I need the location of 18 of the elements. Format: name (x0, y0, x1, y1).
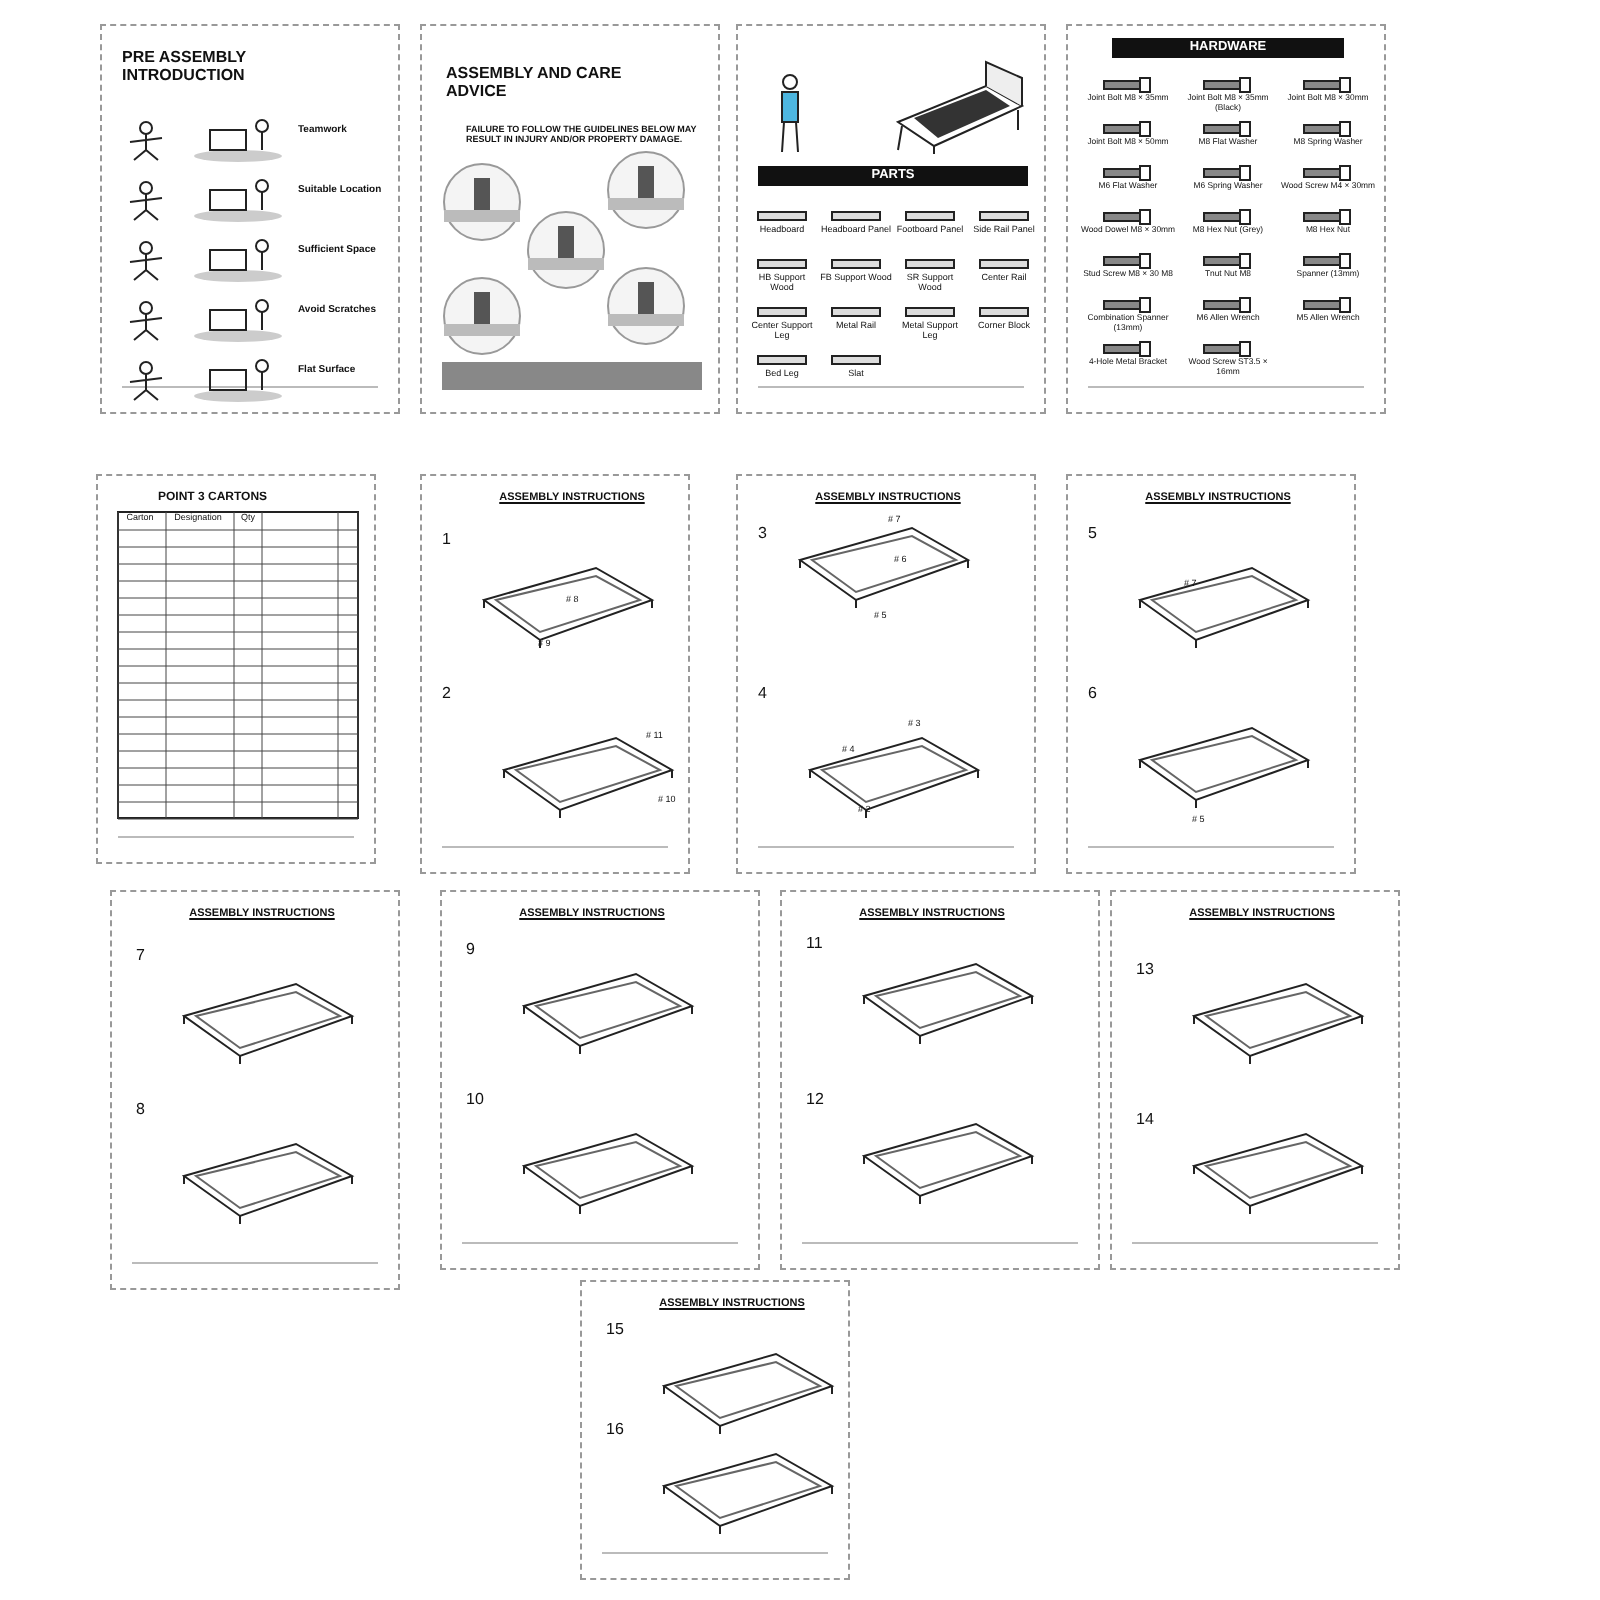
step-number: 9 (466, 942, 477, 960)
page-heading: PRE ASSEMBLY INTRODUCTION (122, 50, 248, 86)
step-number: 7 (136, 948, 147, 966)
step-number: 10 (466, 1092, 486, 1110)
step-number: 3 (758, 526, 769, 544)
step-number: 4 (758, 686, 769, 704)
step-number: 11 (806, 936, 825, 954)
step-number: 13 (1136, 962, 1156, 980)
step-number: 6 (1088, 686, 1099, 704)
step-number: 14 (1136, 1112, 1156, 1130)
step-number: 12 (806, 1092, 826, 1110)
page-heading: ASSEMBLY AND CARE ADVICE (446, 66, 624, 102)
step-number: 5 (1088, 526, 1099, 544)
step-number: 8 (136, 1102, 147, 1120)
step-number: 16 (606, 1422, 626, 1440)
step-number: 2 (442, 686, 453, 704)
step-number: 15 (606, 1322, 626, 1340)
step-number: 1 (442, 532, 453, 550)
